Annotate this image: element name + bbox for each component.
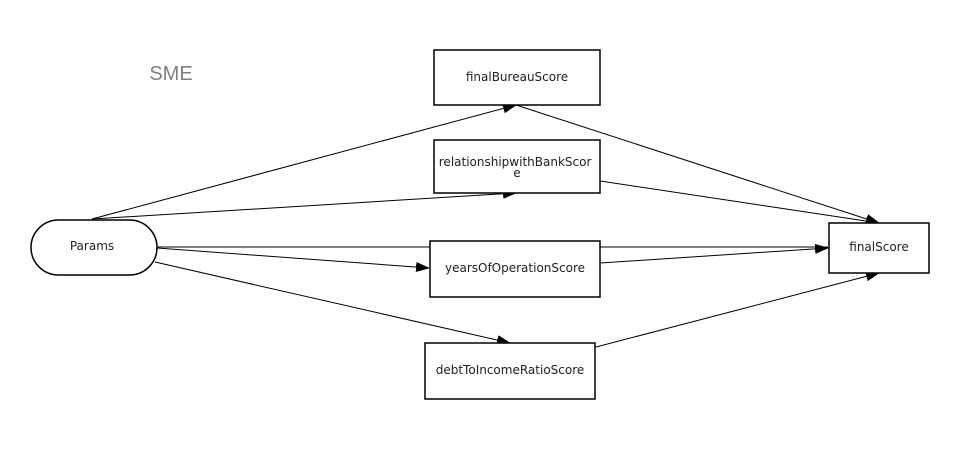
relationshipwithbankscore-box: [433, 139, 601, 194]
debttoincomeratioscore-box: [424, 342, 596, 400]
node-finalscore[interactable]: finalScore: [828, 222, 930, 274]
relationshipwithbankscore-label-line-2: e: [513, 166, 520, 180]
relationshipwithbankscore-label: relationshipwithBankScor e: [439, 155, 595, 180]
edge-relationshipscore-to-finalscore: [599, 180, 880, 227]
finalbureauscore-label: finalBureauScore: [466, 70, 568, 84]
node-relationshipwithbankscore[interactable]: relationshipwithBankScor e: [433, 139, 601, 194]
node-params[interactable]: Params: [30, 219, 158, 276]
yearsofoperationscore-label: yearsOfOperationScore: [445, 261, 585, 275]
edge-params-to-finalbureauscore: [91, 103, 517, 220]
node-debttoincomeratioscore[interactable]: debtToIncomeRatioScore: [424, 342, 596, 400]
finalbureauscore-box: [433, 49, 601, 106]
relationshipwithbankscore-label-line-1: relationshipwithBankScor: [439, 155, 592, 169]
finalscore-label: finalScore: [849, 240, 908, 254]
edge-params-to-debttoincomeratioscore: [154, 261, 511, 345]
node-finalbureauscore[interactable]: finalBureauScore: [433, 49, 601, 106]
diagram-title: SME: [149, 63, 192, 85]
finalscore-box: [828, 222, 930, 274]
params-label: Params: [70, 239, 114, 253]
edge-finalbureauscore-to-finalscore: [515, 104, 880, 224]
edge-params-to-yearsofoperationscore: [156, 247, 430, 273]
debttoincomeratioscore-label: debtToIncomeRatioScore: [436, 363, 585, 377]
yearsofoperationscore-box: [429, 240, 601, 298]
edge-debttoincomeratioscore-to-finalscore: [595, 271, 880, 348]
node-yearsofoperationscore[interactable]: yearsOfOperationScore: [429, 240, 601, 298]
params-shape: [30, 219, 158, 276]
edge-yearsofoperationscore-to-finalscore: [599, 243, 829, 264]
edge-params-to-relationshipscore: [91, 188, 517, 220]
